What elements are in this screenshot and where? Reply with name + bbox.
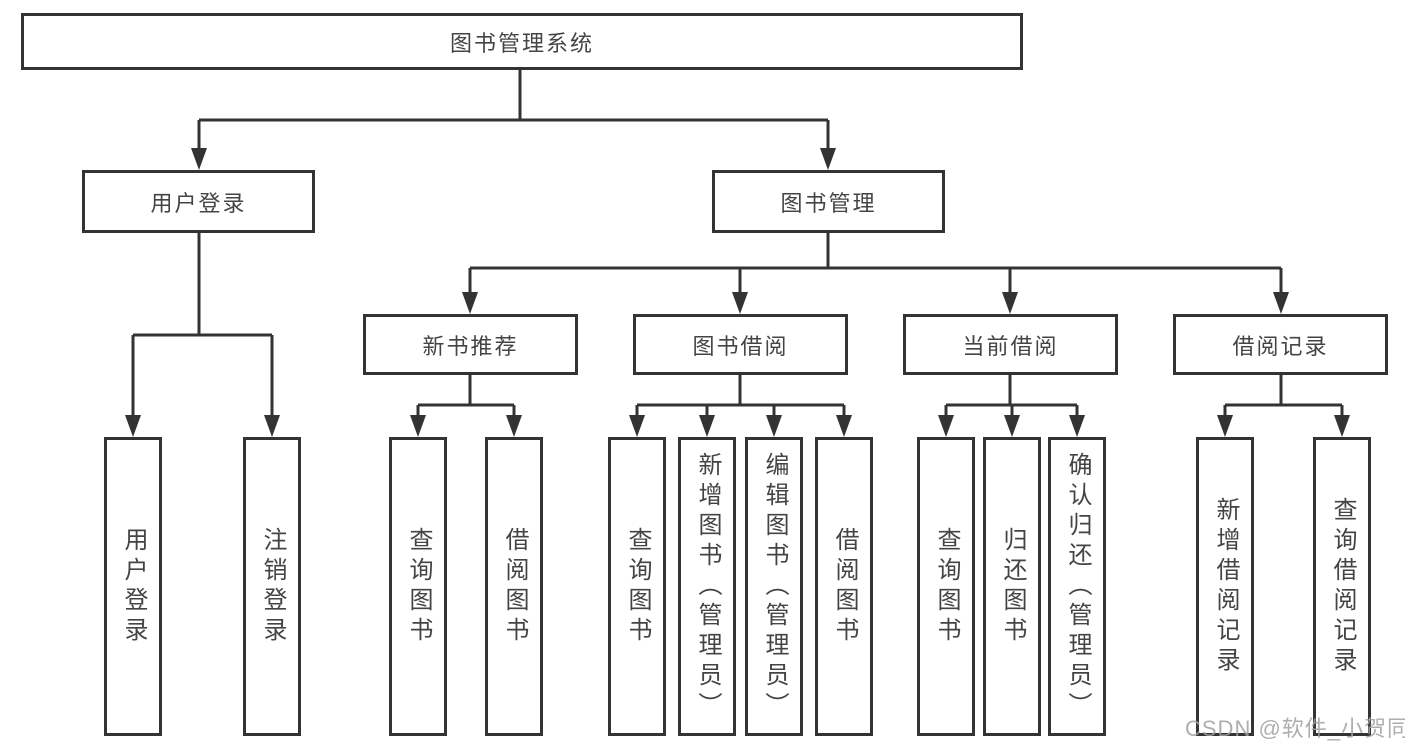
node-book-management-label: 图书管理 [780, 190, 877, 216]
arrow-down-icon [125, 415, 141, 437]
leaf-borrow-edit-books-admin-label: 编辑图书（管理员） [761, 451, 788, 722]
connector-line [416, 373, 516, 417]
arrow-down-icon [264, 415, 280, 437]
leaf-records-add-record-label: 新增借阅记录 [1212, 496, 1239, 677]
arrow-down-icon [1069, 415, 1085, 437]
leaf-records-query-record: 查询借阅记录 [1313, 437, 1371, 736]
connector-line [1223, 373, 1344, 417]
leaf-newrec-borrow-books: 借阅图书 [485, 437, 543, 736]
leaf-borrow-add-books-admin: 新增图书（管理员） [678, 437, 736, 736]
leaf-newrec-query-books-label: 查询图书 [405, 526, 432, 647]
node-root: 图书管理系统 [21, 13, 1023, 70]
connector-line [131, 230, 274, 417]
connector-book-management-to-level3 [462, 230, 1289, 314]
node-current-borrow: 当前借阅 [903, 314, 1118, 375]
leaf-borrow-edit-books-admin: 编辑图书（管理员） [745, 437, 803, 736]
arrow-down-icon [410, 415, 426, 437]
connector-borrow-records-to-leaves [1217, 373, 1350, 437]
connector-root-to-level2 [191, 68, 836, 170]
arrow-down-icon [1273, 292, 1289, 314]
node-root-label: 图书管理系统 [449, 30, 594, 56]
leaf-current-query-books-label: 查询图书 [933, 526, 960, 647]
node-user-login: 用户登录 [82, 170, 315, 233]
csdn-watermark: CSDN @软件_小贺同学 [1185, 716, 1405, 741]
node-user-login-label: 用户登录 [150, 190, 247, 216]
leaf-current-confirm-return-admin-label: 确认归还（管理员） [1064, 451, 1091, 722]
arrow-down-icon [629, 415, 645, 437]
leaf-borrow-query-books-label: 查询图书 [624, 526, 651, 647]
arrow-down-icon [938, 415, 954, 437]
leaf-user-login: 用户登录 [104, 437, 162, 736]
arrow-down-icon [462, 292, 478, 314]
leaf-borrow-borrow-books-label: 借阅图书 [831, 526, 858, 647]
arrow-down-icon [1002, 292, 1018, 314]
leaf-logout-label: 注销登录 [259, 526, 286, 647]
leaf-current-return-books-label: 归还图书 [999, 526, 1026, 647]
leaf-current-query-books: 查询图书 [917, 437, 975, 736]
connector-line [944, 373, 1079, 417]
leaf-borrow-query-books: 查询图书 [608, 437, 666, 736]
leaf-newrec-query-books: 查询图书 [389, 437, 447, 736]
arrow-down-icon [820, 148, 836, 170]
arrow-down-icon [1334, 415, 1350, 437]
arrow-down-icon [191, 148, 207, 170]
arrow-down-icon [1217, 415, 1233, 437]
connector-book-borrow-to-leaves [629, 373, 852, 437]
node-new-book-recommend: 新书推荐 [363, 314, 578, 375]
leaf-borrow-add-books-admin-label: 新增图书（管理员） [694, 451, 721, 722]
connector-line [635, 373, 846, 417]
node-borrow-records-label: 借阅记录 [1232, 333, 1329, 359]
arrow-down-icon [836, 415, 852, 437]
connector-line [468, 230, 1283, 294]
node-book-borrow: 图书借阅 [633, 314, 848, 375]
arrow-down-icon [766, 415, 782, 437]
node-book-borrow-label: 图书借阅 [692, 333, 789, 359]
leaf-logout: 注销登录 [243, 437, 301, 736]
connector-current-borrow-to-leaves [938, 373, 1085, 437]
leaf-user-login-label: 用户登录 [120, 526, 147, 647]
arrow-down-icon [506, 415, 522, 437]
connector-line [197, 68, 830, 150]
arrow-down-icon [699, 415, 715, 437]
leaf-records-add-record: 新增借阅记录 [1196, 437, 1254, 736]
arrow-down-icon [732, 292, 748, 314]
leaf-newrec-borrow-books-label: 借阅图书 [501, 526, 528, 647]
node-borrow-records: 借阅记录 [1173, 314, 1388, 375]
connector-new-book-recommend-to-leaves [410, 373, 522, 437]
node-book-management: 图书管理 [712, 170, 945, 233]
leaf-records-query-record-label: 查询借阅记录 [1329, 496, 1356, 677]
node-new-book-recommend-label: 新书推荐 [422, 333, 519, 359]
connector-user-login-to-leaves [125, 230, 280, 437]
leaf-borrow-borrow-books: 借阅图书 [815, 437, 873, 736]
node-current-borrow-label: 当前借阅 [962, 333, 1059, 359]
leaf-current-confirm-return-admin: 确认归还（管理员） [1048, 437, 1106, 736]
arrow-down-icon [1004, 415, 1020, 437]
leaf-current-return-books: 归还图书 [983, 437, 1041, 736]
